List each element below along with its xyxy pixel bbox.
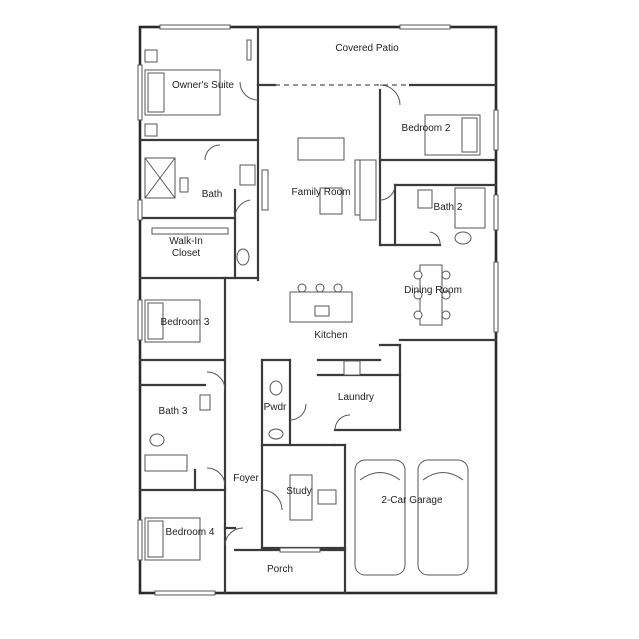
label-kitchen: Kitchen [314,330,347,341]
label-porch: Porch [267,564,293,575]
doors [204,81,441,546]
label-covered-patio: Covered Patio [335,43,399,54]
label-bedroom-4: Bedroom 4 [166,527,215,538]
label-family-room: Family Room [292,187,351,198]
label-bath-3: Bath 3 [159,406,188,417]
label-foyer: Foyer [233,473,259,484]
label-pwdr: Pwdr [264,402,287,413]
label-garage: 2-Car Garage [381,495,443,506]
label-walk-in-closet-1: Walk-In [169,236,203,247]
label-bath-2: Bath 2 [434,202,463,213]
label-dining-room: Dining Room [404,285,462,296]
label-bath: Bath [202,189,223,200]
room-labels: Covered Patio Owner's Suite Bedroom 2 Ba… [159,43,463,575]
label-bedroom-3: Bedroom 3 [161,317,210,328]
label-bedroom-2: Bedroom 2 [402,123,451,134]
label-laundry: Laundry [338,392,374,403]
label-walk-in-closet-2: Closet [172,248,201,259]
fixtures [144,49,486,576]
label-study: Study [286,486,312,497]
label-owners-suite: Owner's Suite [172,80,234,91]
